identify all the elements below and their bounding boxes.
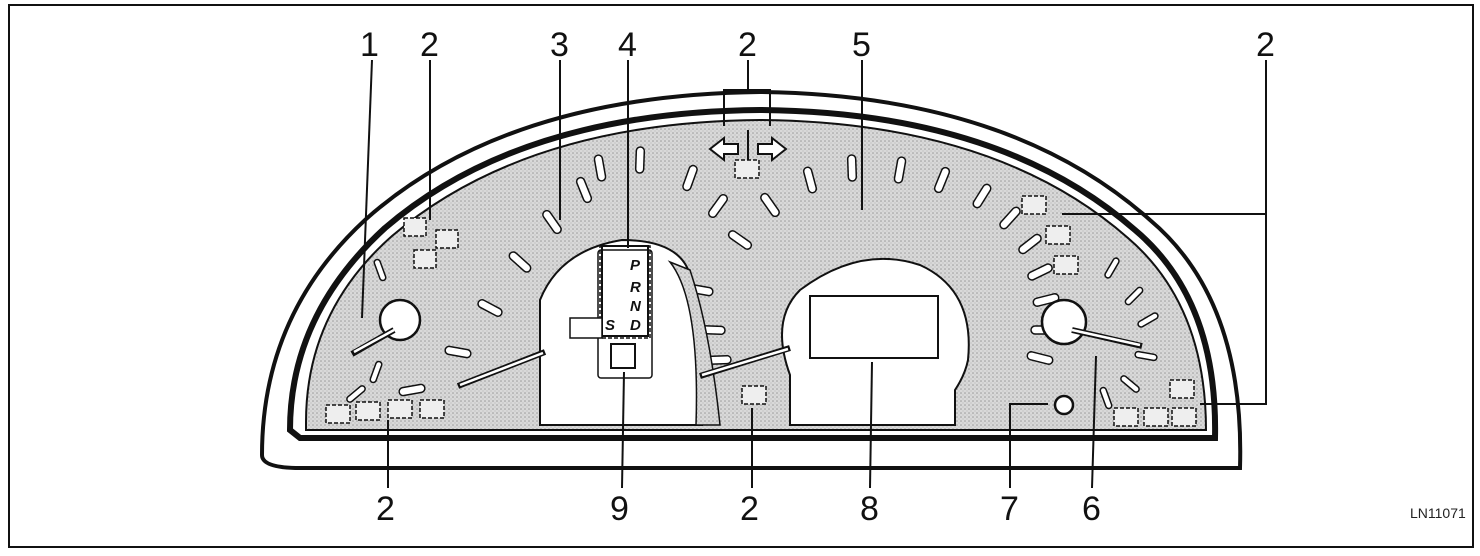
left-gauge	[346, 258, 422, 403]
warning-lamp-icon	[1053, 255, 1079, 275]
right-gauge	[1040, 298, 1143, 349]
warning-lamp-icon	[1021, 195, 1047, 215]
right-gauge-scale	[1099, 257, 1159, 410]
warning-lamp-icon	[435, 229, 459, 249]
warning-lamp-icon	[1045, 225, 1071, 245]
shift-mode-lamp	[610, 343, 636, 369]
callout-leader-lines	[361, 59, 1267, 489]
figure-frame	[8, 4, 1474, 548]
callout-2: 2	[376, 490, 395, 528]
gear-d: D	[630, 317, 641, 334]
gear-s: S	[605, 317, 615, 334]
warning-lamp-icon	[1143, 407, 1169, 427]
gear-p: P	[630, 257, 641, 274]
callout-2: 2	[1256, 26, 1275, 64]
warning-lamp-icon	[741, 385, 767, 405]
callout-labels: 1 2 3 4 2 5 2 2 9 2 8 7 6	[360, 26, 1275, 528]
callout-9: 9	[610, 490, 629, 528]
figure-code: LN11071	[1410, 505, 1466, 521]
callout-2: 2	[738, 26, 757, 64]
warning-lamp-icon	[403, 217, 427, 237]
turn-signal-indicators	[708, 135, 788, 179]
warning-lamp-icon	[1113, 407, 1139, 427]
callout-2: 2	[740, 490, 759, 528]
warning-lamp-icon	[419, 399, 445, 419]
callout-8: 8	[860, 490, 879, 528]
tachometer-scale	[398, 146, 729, 397]
left-turn-arrow-icon	[708, 135, 739, 163]
callout-1: 1	[360, 26, 379, 64]
multi-information-display	[809, 295, 939, 359]
callout-5: 5	[852, 26, 871, 64]
warning-lamp-icon	[325, 404, 351, 424]
callout-6: 6	[1082, 490, 1101, 528]
trip-reset-knob	[1053, 394, 1075, 416]
gear-n: N	[630, 298, 642, 315]
warning-lamp-icon	[1171, 407, 1197, 427]
gear-r: R	[630, 279, 641, 296]
callout-3: 3	[550, 26, 569, 64]
right-gauge-hub	[1040, 298, 1088, 346]
warning-lamp-icon	[1169, 379, 1195, 399]
callout-4: 4	[618, 26, 637, 64]
warning-lights	[325, 195, 1197, 427]
shift-pointer-bar	[569, 317, 603, 339]
warning-lamp-icon	[355, 401, 381, 421]
warning-lamp-icon	[413, 249, 437, 269]
shift-indicator-shadow	[667, 260, 721, 426]
warning-lamp-icon	[387, 399, 413, 419]
right-turn-arrow-icon	[757, 135, 788, 163]
callout-2: 2	[420, 26, 439, 64]
center-indicator-lamp-icon	[734, 159, 760, 179]
callout-7: 7	[1000, 490, 1019, 528]
